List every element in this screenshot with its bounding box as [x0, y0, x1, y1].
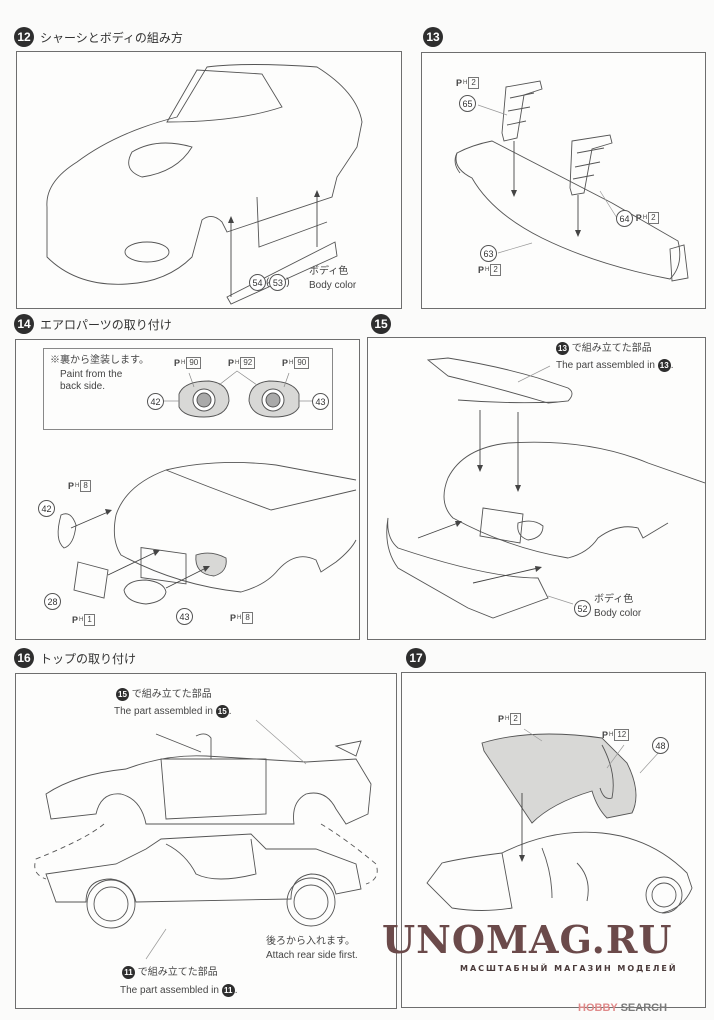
step-16-ref-bottom-en: The part assembled in 11.	[120, 984, 238, 997]
hardtop-drawing	[426, 728, 693, 914]
step-15-ref-jp: 13 で組み立てた部品	[556, 342, 652, 355]
body-chassis-side-drawing	[34, 719, 378, 960]
step-12-part-label: 54(53)	[249, 274, 290, 291]
step-16-ref-top-en: The part assembled in 15.	[114, 705, 232, 718]
step-13-header: 13	[423, 27, 443, 47]
step-16-ref-bottom-jp: 11 で組み立てた部品	[122, 966, 218, 979]
paint-note-jp: ※裏から塗装します。	[50, 355, 149, 366]
step-12-number: 12	[14, 27, 34, 47]
step-13-part-63: 63	[480, 245, 497, 262]
inset-part-42: 42	[147, 393, 164, 410]
car-body-drawing	[46, 64, 363, 305]
step-14-part-43: 43	[176, 608, 193, 625]
step-17-part-48: 48	[652, 737, 669, 754]
step-15-panel: 13 で組み立てた部品 The part assembled in 13. 52…	[367, 337, 706, 640]
step-14-part-28: 28	[44, 593, 61, 610]
rear-body-drawing	[57, 461, 357, 605]
step-12-header: 12 シャーシとボディの組み方	[14, 27, 183, 47]
step-14-number: 14	[14, 314, 34, 334]
step-15-part-52: 52	[574, 600, 591, 617]
step-12-panel: 54(53) ボディ色 Body color	[16, 51, 402, 309]
inset-part-43: 43	[312, 393, 329, 410]
step-13-part-65: 65	[459, 95, 476, 112]
watermark-subtitle: МАСШТАБНЫЙ МАГАЗИН МОДЕЛЕЙ	[460, 964, 678, 973]
watermark-logo: UNOMAG.RU	[382, 917, 673, 962]
step-15-color-jp: ボディ色	[594, 594, 634, 605]
part-54: 54	[249, 274, 266, 291]
hobby-search-logo: HOBBY SEARCH	[578, 1002, 668, 1014]
step-16-title: トップの取り付け	[40, 651, 137, 666]
step-15-header: 15	[371, 314, 391, 334]
part-53: 53	[269, 274, 287, 291]
step-15-number: 15	[371, 314, 391, 334]
step-12-title: シャーシとボディの組み方	[40, 30, 183, 45]
step-14-part-42: 42	[38, 500, 55, 517]
step-17-number: 17	[406, 648, 426, 668]
paint-note-en-2: back side.	[60, 381, 106, 392]
step-12-color-en: Body color	[309, 280, 357, 291]
step-13-number: 13	[423, 27, 443, 47]
step-15-ref-en: The part assembled in 13.	[556, 359, 674, 372]
step-12-color-jp: ボディ色	[309, 266, 349, 277]
step-14-header: 14 エアロパーツの取り付け	[14, 314, 172, 334]
paint-note-en-1: Paint from the	[60, 369, 123, 380]
rear-bumper-wing-drawing	[386, 357, 705, 619]
step-16-hint-jp: 後ろから入れます。	[266, 936, 355, 947]
step-16-number: 16	[14, 648, 34, 668]
step-16-header: 16 トップの取り付け	[14, 648, 136, 668]
step-15-color-en: Body color	[594, 608, 642, 619]
step-16-hint-en: Attach rear side first.	[266, 950, 358, 961]
step-16-panel: 15 で組み立てた部品 The part assembled in 15. 後ろ…	[15, 673, 397, 1009]
step-16-ref-top-jp: 15 で組み立てた部品	[116, 688, 212, 701]
step-17-header: 17	[406, 648, 426, 668]
tail-lamp-inset-drawing	[164, 370, 312, 418]
step-14-title: エアロパーツの取り付け	[40, 317, 172, 332]
rear-wing-drawing	[454, 80, 689, 282]
